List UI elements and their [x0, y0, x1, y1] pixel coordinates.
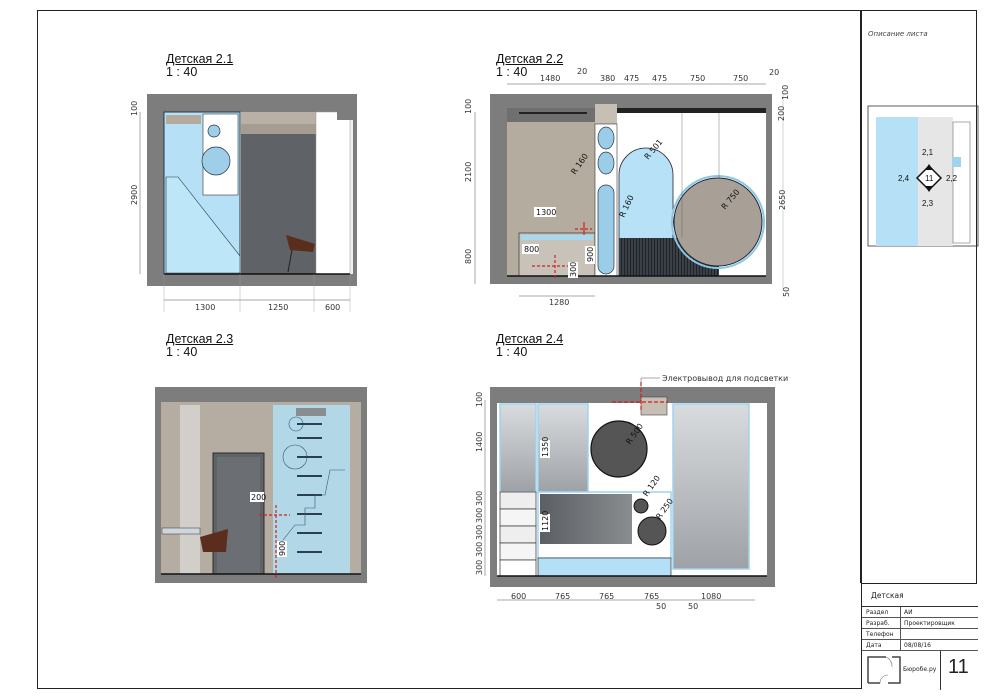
key-plan: 11 2,1 2,2 2,3 2,4 [867, 105, 979, 247]
svg-text:50: 50 [656, 602, 666, 611]
svg-text:1280: 1280 [549, 298, 569, 307]
svg-text:1350: 1350 [541, 437, 550, 457]
svg-text:765: 765 [644, 592, 659, 601]
svg-text:1480: 1480 [540, 74, 560, 83]
svg-text:1400: 1400 [475, 432, 484, 452]
sheet-number: 11 [948, 656, 969, 678]
view-scale: 1 : 40 [166, 345, 198, 359]
svg-text:1120: 1120 [541, 511, 550, 531]
sheet-border [37, 10, 977, 689]
svg-text:20: 20 [769, 68, 779, 77]
svg-text:1300: 1300 [536, 208, 556, 217]
view-title-2-4: Детская 2.4 1 : 40 [496, 333, 563, 359]
svg-text:50: 50 [688, 602, 698, 611]
svg-text:300: 300 [475, 542, 484, 557]
svg-text:765: 765 [555, 592, 570, 601]
svg-text:1300: 1300 [195, 303, 215, 312]
svg-text:2900: 2900 [130, 185, 139, 205]
svg-text:380: 380 [600, 74, 615, 83]
svg-text:1250: 1250 [268, 303, 288, 312]
elevation-2-2: 1480 20 380 475 475 750 750 20 100 2100 … [464, 67, 791, 307]
title-block-title: Детская [862, 584, 978, 607]
view-name: Детская 2.1 [166, 52, 234, 66]
svg-text:300: 300 [475, 508, 484, 523]
title-block-row-developer: Разраб. Проектировщик [862, 618, 978, 629]
svg-text:100: 100 [781, 85, 790, 100]
svg-text:600: 600 [325, 303, 340, 312]
view-scale: 1 : 40 [166, 65, 198, 79]
svg-text:2,1: 2,1 [922, 148, 934, 157]
svg-text:2100: 2100 [464, 162, 473, 182]
svg-text:100: 100 [475, 392, 484, 407]
view-scale: 1 : 40 [496, 65, 528, 79]
sheet-description-label: Описание листа [868, 30, 928, 38]
svg-text:1080: 1080 [701, 592, 721, 601]
svg-text:475: 475 [624, 74, 639, 83]
svg-text:200: 200 [251, 493, 266, 502]
title-block: Детская Раздел АИ Разраб. Проектировщик … [861, 583, 978, 690]
view-name: Детская 2.3 [166, 332, 234, 346]
elevation-2-4: Электровывод для подсветки 100 1400 300 … [475, 374, 788, 611]
svg-text:600: 600 [511, 592, 526, 601]
logo-icon [867, 656, 901, 684]
svg-text:100: 100 [464, 99, 473, 114]
elevation-2-3: 200 900 [155, 387, 367, 583]
svg-text:2,4: 2,4 [898, 174, 910, 183]
view-title-2-2: Детская 2.2 1 : 40 [496, 53, 563, 79]
view-title-2-1: Детская 2.1 1 : 40 [166, 53, 233, 79]
side-panel-divider [860, 10, 862, 583]
title-block-row-section: Раздел АИ [862, 607, 978, 618]
svg-text:100: 100 [130, 101, 139, 116]
svg-text:750: 750 [733, 74, 748, 83]
svg-text:300: 300 [569, 262, 578, 277]
svg-text:750: 750 [690, 74, 705, 83]
svg-text:50: 50 [782, 287, 791, 297]
elevation-2-1: 1300 1250 600 2900 100 [130, 94, 357, 312]
callout-lighting-outlet: Электровывод для подсветки [662, 374, 788, 383]
svg-text:200: 200 [777, 106, 786, 121]
title-block-row-phone: Телефон [862, 629, 978, 640]
svg-text:2,3: 2,3 [922, 199, 934, 208]
svg-text:11: 11 [925, 174, 934, 183]
svg-text:300: 300 [475, 560, 484, 575]
title-block-footer: Бюробе.ру 11 [862, 651, 978, 690]
title-block-row-date: Дата 08/08/16 [862, 640, 978, 651]
svg-text:765: 765 [599, 592, 614, 601]
view-name: Детская 2.2 [496, 52, 564, 66]
svg-text:300: 300 [475, 525, 484, 540]
svg-text:800: 800 [524, 245, 539, 254]
svg-text:475: 475 [652, 74, 667, 83]
brand-name: Бюробе.ру [903, 666, 937, 673]
svg-text:900: 900 [278, 541, 287, 556]
svg-text:2,2: 2,2 [946, 174, 958, 183]
view-name: Детская 2.4 [496, 332, 564, 346]
view-scale: 1 : 40 [496, 345, 528, 359]
svg-text:2650: 2650 [778, 190, 787, 210]
svg-text:20: 20 [577, 67, 587, 76]
view-title-2-3: Детская 2.3 1 : 40 [166, 333, 233, 359]
svg-text:900: 900 [586, 247, 595, 262]
svg-text:800: 800 [464, 249, 473, 264]
svg-text:300: 300 [475, 491, 484, 506]
